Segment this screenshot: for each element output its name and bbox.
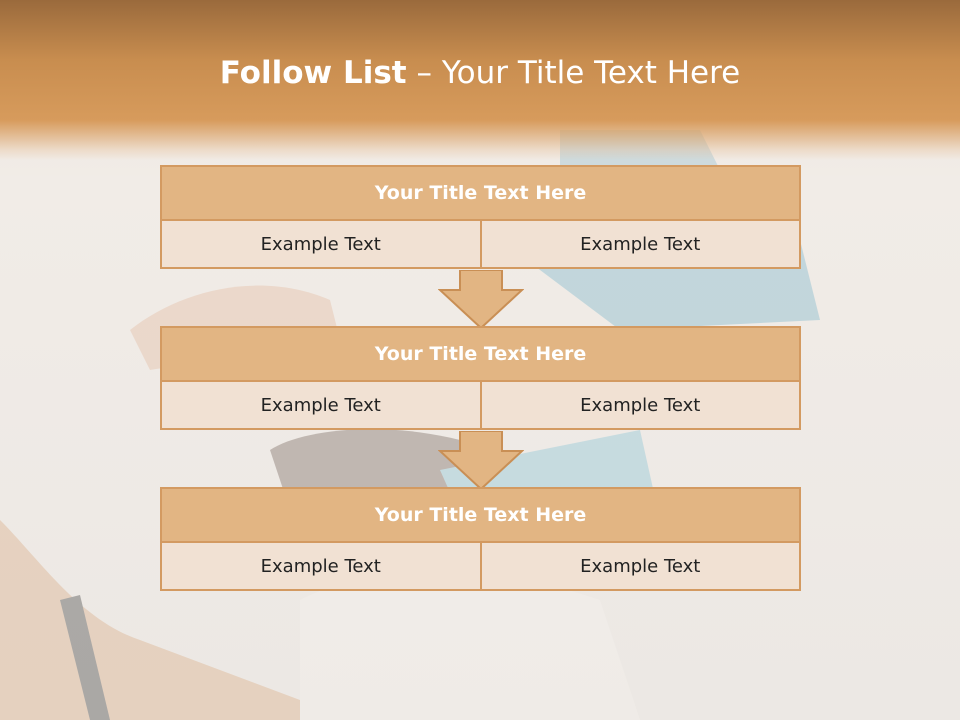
block-row: Example Text Example Text [160,543,801,591]
block-title: Your Title Text Here [160,326,801,382]
follow-block-2: Your Title Text Here Example Text Exampl… [160,326,801,430]
block-cell-right: Example Text [481,543,801,591]
block-cell-left: Example Text [160,221,482,269]
block-row: Example Text Example Text [160,221,801,269]
block-cell-right: Example Text [481,221,801,269]
slide-title-bold: Follow List [219,55,407,91]
slide-title-rest: – Your Title Text Here [406,55,741,91]
block-title: Your Title Text Here [160,165,801,221]
follow-block-1: Your Title Text Here Example Text Exampl… [160,165,801,269]
down-arrow-icon [438,431,524,491]
block-row: Example Text Example Text [160,382,801,430]
header-band [0,0,960,160]
block-cell-left: Example Text [160,382,482,430]
slide-title: Follow List – Your Title Text Here [0,55,960,91]
down-arrow-icon [438,270,524,330]
block-cell-right: Example Text [481,382,801,430]
block-title: Your Title Text Here [160,487,801,543]
block-cell-left: Example Text [160,543,482,591]
follow-block-3: Your Title Text Here Example Text Exampl… [160,487,801,591]
